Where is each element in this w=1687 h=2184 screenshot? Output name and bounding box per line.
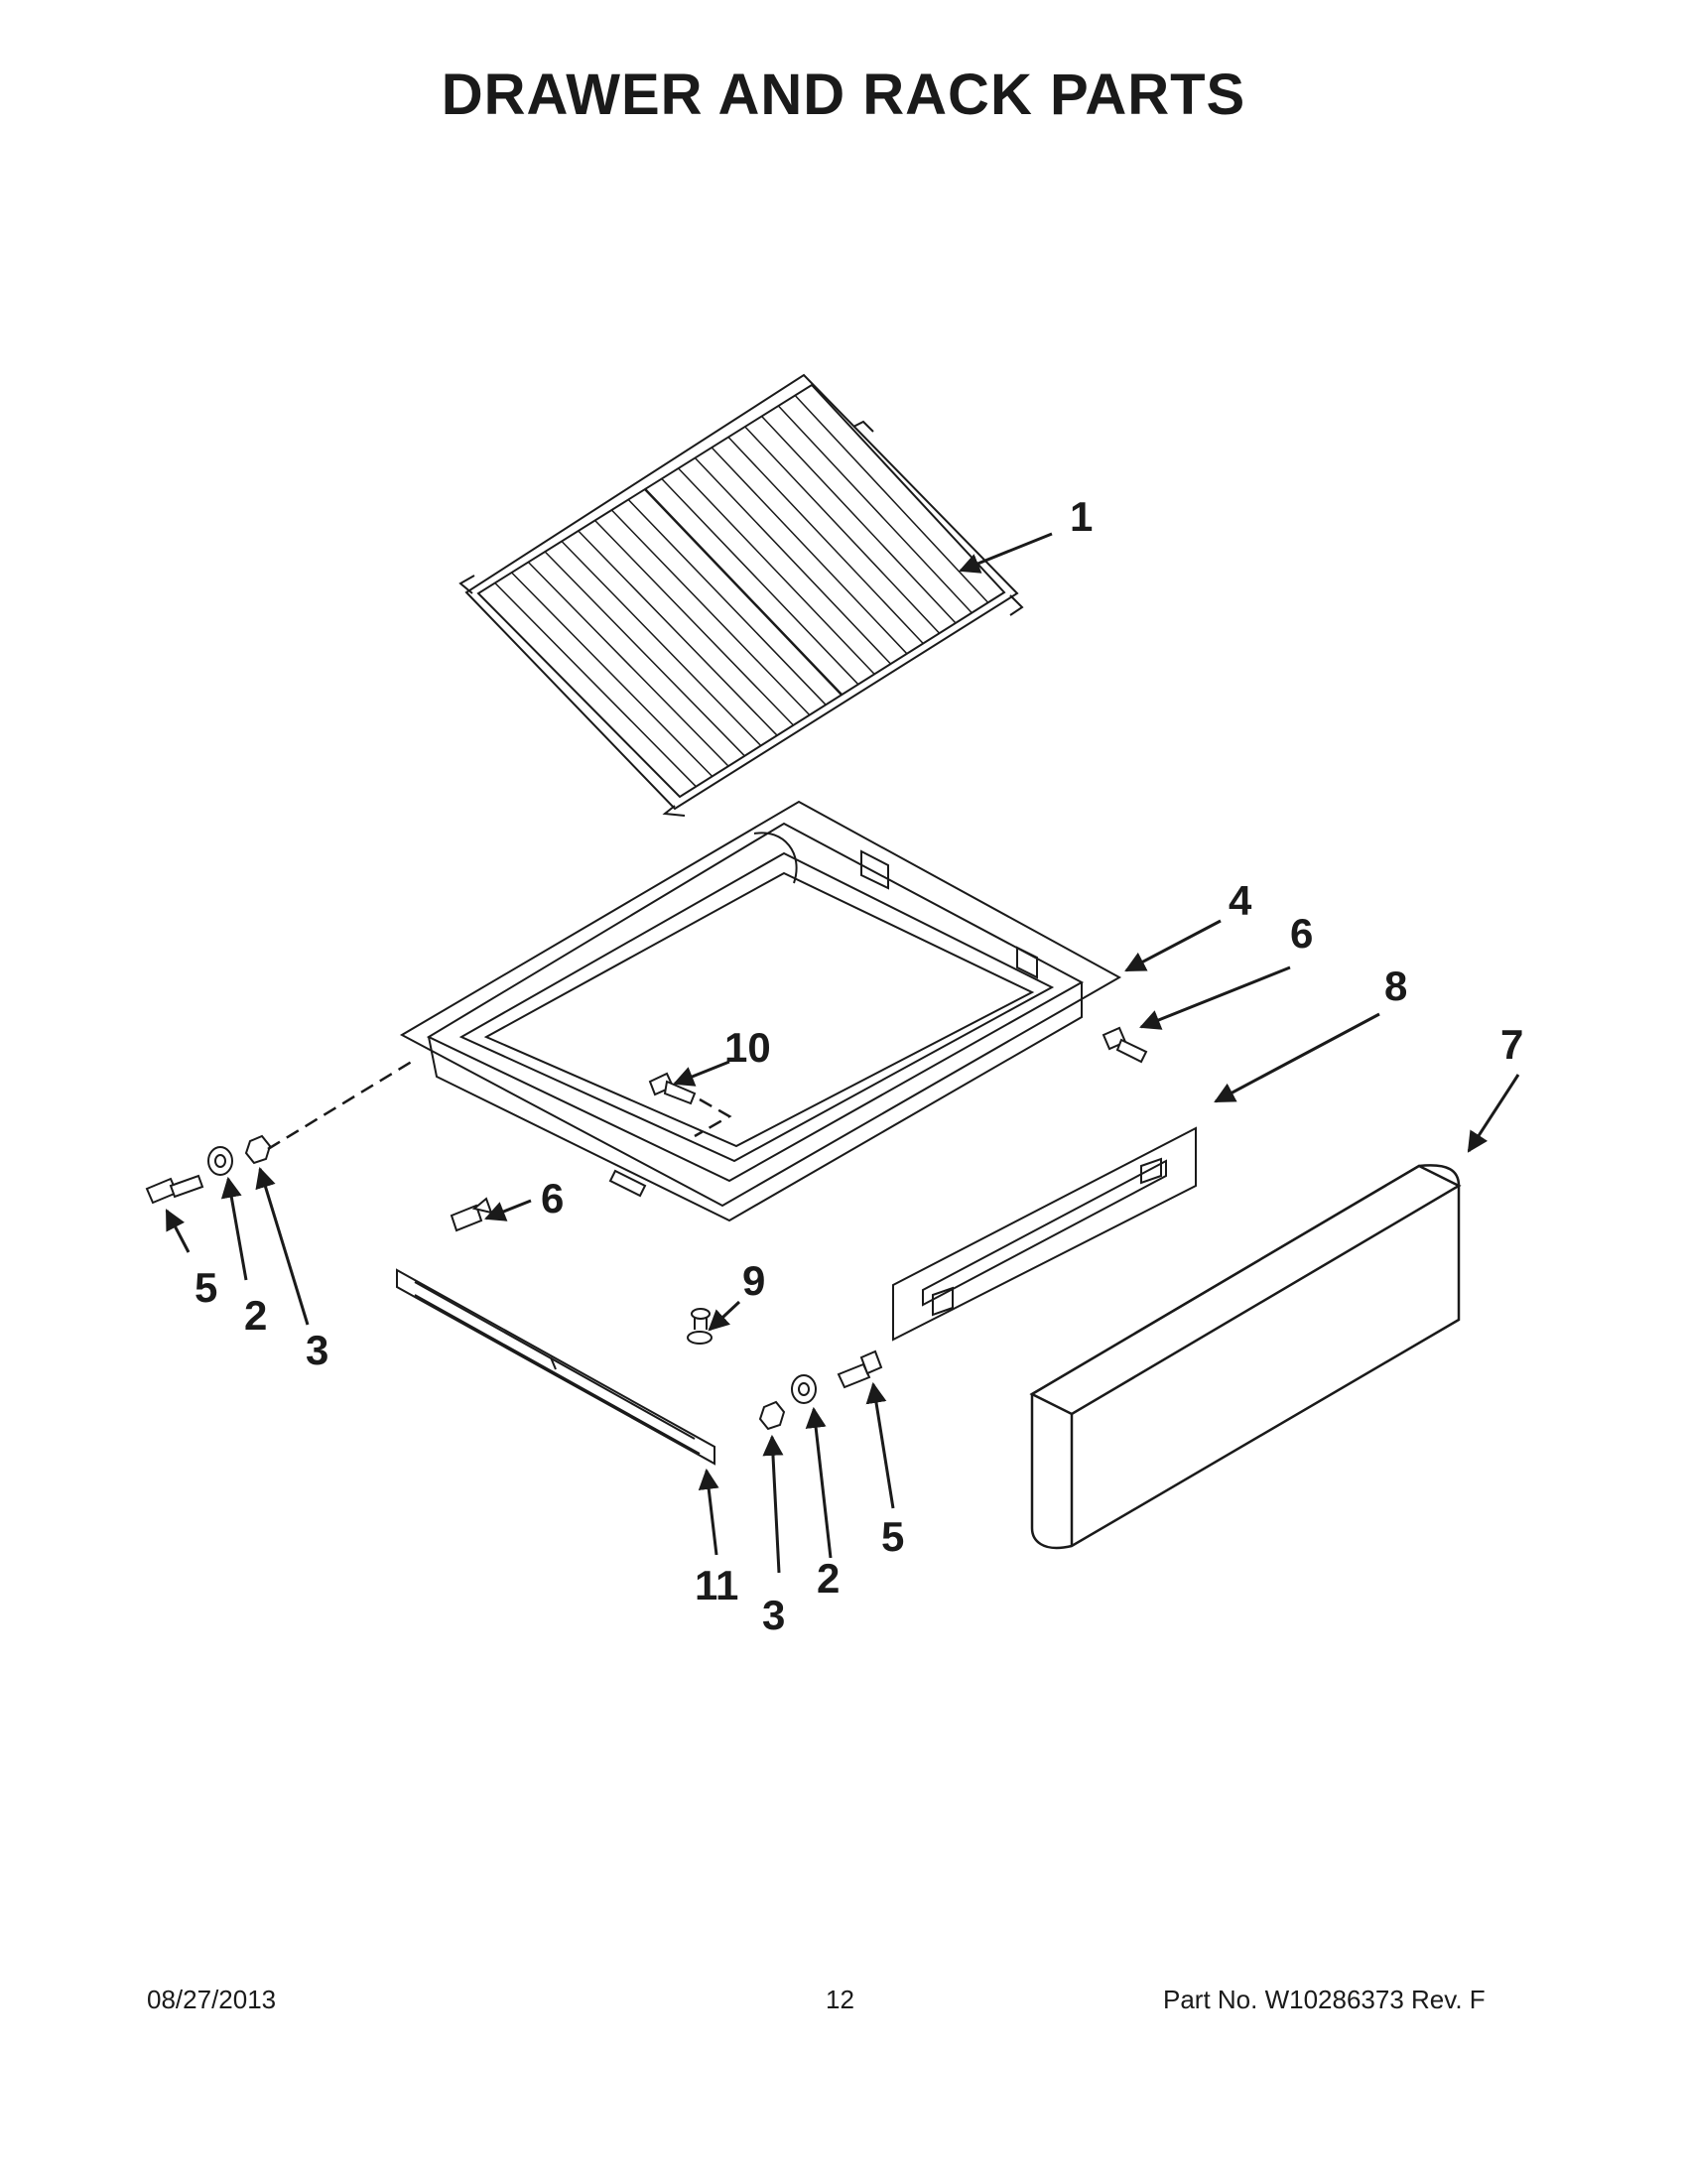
oven-rack bbox=[458, 373, 1024, 817]
callout-10: 10 bbox=[724, 1024, 771, 1071]
callout-7: 7 bbox=[1500, 1021, 1523, 1068]
callout-11: 11 bbox=[695, 1562, 738, 1608]
screw-6-upper bbox=[1102, 1026, 1148, 1064]
page-title: DRAWER AND RACK PARTS bbox=[441, 63, 1246, 127]
footer-date: 08/27/2013 bbox=[147, 1985, 277, 2014]
nut-left bbox=[244, 1134, 272, 1165]
callout-2-left: 2 bbox=[244, 1292, 267, 1339]
drawer-slide-rail bbox=[396, 1268, 715, 1466]
screw-6-lower bbox=[450, 1197, 493, 1232]
screw-right bbox=[837, 1349, 883, 1389]
hardware-parts bbox=[145, 1026, 1148, 1431]
callout-8: 8 bbox=[1384, 963, 1407, 1009]
drawer-pan bbox=[399, 800, 1122, 1222]
footer-part-number: Part No. W10286373 Rev. F bbox=[1163, 1985, 1486, 2014]
callout-5-left: 5 bbox=[195, 1264, 217, 1311]
callout-4: 4 bbox=[1229, 877, 1252, 924]
alignment-lines bbox=[267, 1058, 732, 1151]
drawer-bracket bbox=[892, 1126, 1197, 1342]
drawer-front-panel bbox=[1029, 1164, 1462, 1550]
screw-left bbox=[145, 1174, 204, 1205]
nut-right bbox=[758, 1400, 786, 1431]
callout-5-right: 5 bbox=[881, 1513, 904, 1560]
callout-1: 1 bbox=[1070, 493, 1093, 540]
callout-9: 9 bbox=[742, 1257, 765, 1304]
leader-arrows bbox=[165, 532, 1520, 1574]
footer-page-number: 12 bbox=[826, 1985, 854, 2014]
drawer-glide bbox=[687, 1308, 713, 1345]
callout-2-right: 2 bbox=[817, 1555, 840, 1602]
callout-3-right: 3 bbox=[762, 1592, 785, 1638]
callout-6-lower: 6 bbox=[541, 1175, 564, 1221]
rack-wires bbox=[494, 394, 989, 788]
callout-6-upper: 6 bbox=[1290, 910, 1313, 957]
callout-3-left: 3 bbox=[306, 1327, 328, 1373]
screw-10 bbox=[648, 1072, 697, 1105]
callout-labels: 1 4 6 8 7 10 6 9 5 2 3 11 3 2 5 bbox=[195, 493, 1523, 1638]
